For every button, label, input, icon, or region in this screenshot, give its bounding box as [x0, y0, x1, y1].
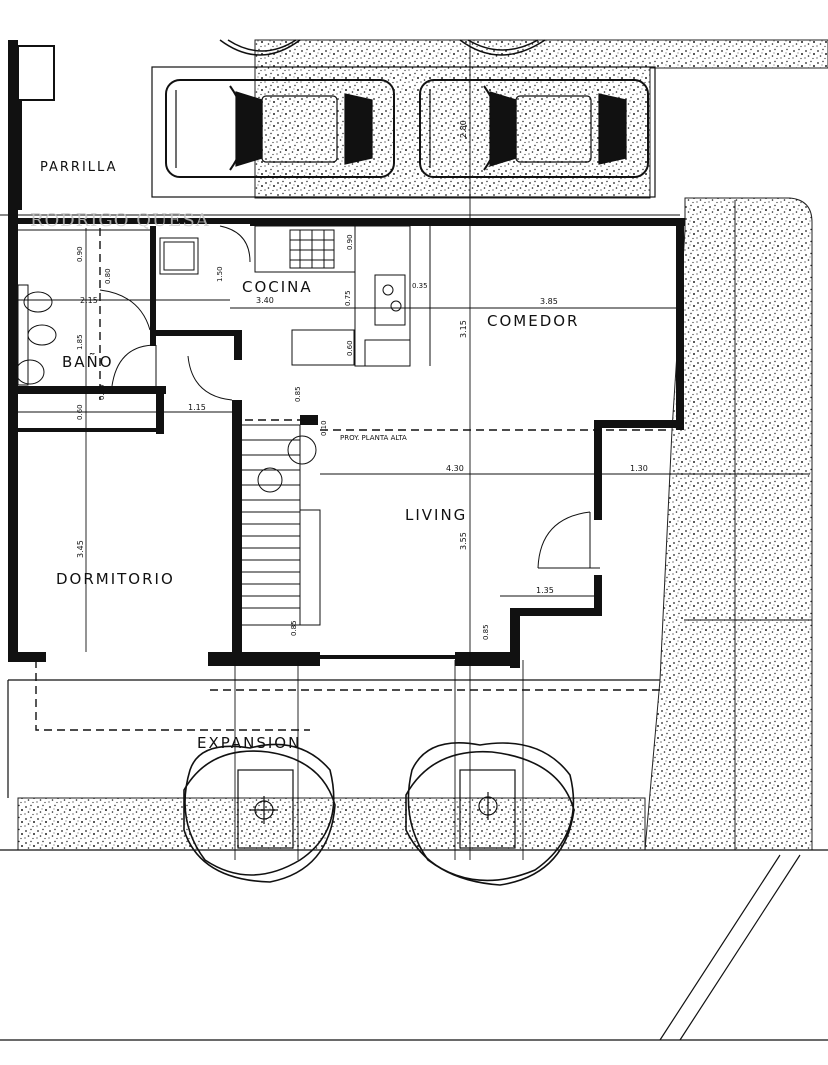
car-body [165, 79, 395, 178]
garden-areas [17, 39, 828, 851]
dim-085-a: 0.85 [294, 386, 302, 402]
wall-left [8, 40, 18, 660]
dim-075: 0.75 [344, 290, 352, 306]
dim-dormitorio-depth: 3.45 [76, 540, 85, 558]
label-dormitorio: DORMITORIO [56, 570, 175, 588]
car-front-glass [489, 91, 517, 167]
dimension-labels: 3.40 3.85 2.15 1.15 4.30 1.30 1.35 3.15 … [76, 120, 648, 640]
label-parrilla: PARRILLA [40, 160, 117, 175]
dim-060-a: 0.60 [346, 340, 354, 356]
label-expansion: EXPANSION [197, 734, 301, 752]
door-living [537, 511, 591, 569]
dim-060-b: 0.60 [76, 404, 84, 420]
door-bano [111, 344, 157, 387]
dim-185: 1.85 [76, 334, 84, 350]
projection-lines [35, 228, 670, 731]
label-living: LIVING [405, 506, 467, 524]
garage [151, 66, 656, 198]
door-hall [187, 355, 233, 401]
car-2 [419, 79, 649, 178]
dim-060-c: 0.60 [98, 384, 106, 400]
interior-lines [15, 225, 600, 626]
dim-090-b: 0.90 [346, 234, 354, 250]
car-front-glass [235, 91, 263, 167]
dim-bano-width: 2.15 [80, 296, 98, 305]
label-comedor: COMEDOR [487, 312, 579, 330]
label-proy-planta-alta: PROY. PLANTA ALTA [340, 434, 407, 442]
dim-cocina-width: 3.40 [256, 296, 274, 305]
dim-035: 0.35 [412, 282, 428, 290]
car-rear-window [344, 93, 373, 165]
bidet-icon [27, 324, 57, 346]
wall-right-comedor [676, 218, 684, 430]
dim-step-width: 1.35 [536, 586, 554, 595]
expansion-trees [183, 742, 575, 886]
wall-bottom [8, 652, 46, 662]
label-bano: BAÑO [62, 352, 114, 371]
top-tree-arcs [219, 39, 546, 56]
dim-living-depth: 3.55 [459, 532, 468, 550]
dim-garage-depth: 2.80 [459, 120, 468, 138]
dimension-lines [0, 40, 812, 860]
dim-living-right: 1.30 [630, 464, 648, 473]
sink-icon [15, 359, 45, 385]
toilet-icon [23, 291, 53, 313]
tree-left-icon [183, 743, 336, 883]
dim-comedor-width: 3.85 [540, 297, 558, 306]
dim-085-c: 0.85 [482, 624, 490, 640]
label-cocina: COCINA [242, 278, 313, 296]
dim-comedor-depth: 3.15 [459, 320, 468, 338]
walls [8, 40, 685, 668]
lot-boundary [0, 679, 828, 1041]
door-kitchen [219, 225, 251, 263]
wall-top [8, 218, 258, 224]
tree-right-icon [405, 742, 575, 886]
dim-090-a: 0.90 [76, 246, 84, 262]
car-body [419, 79, 649, 178]
garage-outline [151, 66, 656, 198]
dim-085-b: 0.85 [290, 620, 298, 636]
dim-080: 0.80 [104, 268, 112, 284]
room-labels: PARRILLA COCINA COMEDOR BAÑO DORMITORIO … [40, 160, 579, 752]
car-rear-window [598, 93, 627, 165]
dim-hall-width: 1.15 [188, 403, 206, 412]
watermark-text: RODRIGO QUESA [30, 210, 210, 231]
dim-150: 1.50 [216, 266, 224, 282]
car-1 [165, 79, 395, 178]
right-gravel-area [644, 197, 813, 851]
dim-living-width: 4.30 [446, 464, 464, 473]
dim-010: 0.10 [320, 420, 328, 436]
top-gravel-strip [254, 39, 828, 199]
door-dormitorio [99, 289, 151, 331]
parrilla-grill [17, 45, 55, 101]
